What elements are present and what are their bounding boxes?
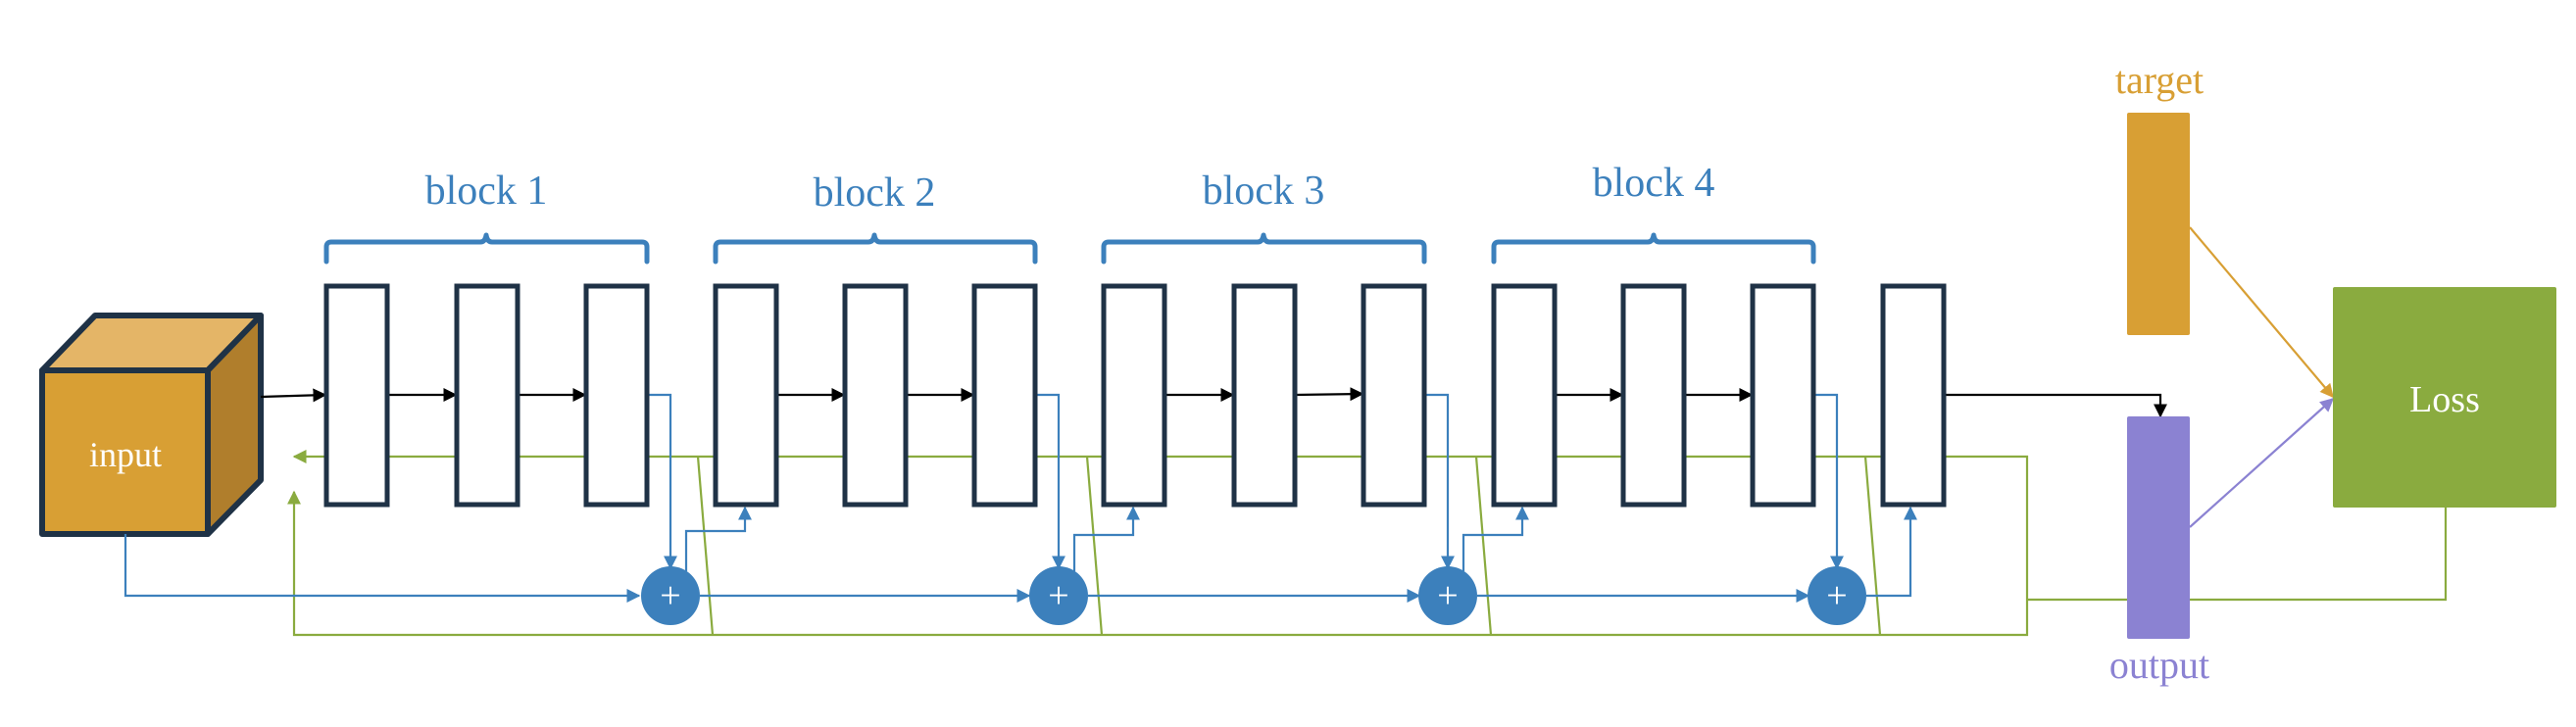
block-labels: block 1 block 2 block 3 block 4 xyxy=(425,161,1715,216)
block-braces xyxy=(323,232,1816,265)
sum-node-3: + xyxy=(1418,566,1477,625)
layer-final xyxy=(1880,283,1947,508)
skip-b4-down xyxy=(1813,393,1844,570)
input-label: input xyxy=(89,435,162,474)
layer-b1-3 xyxy=(583,283,650,508)
block-1-label: block 1 xyxy=(425,169,548,214)
block-2-label: block 2 xyxy=(814,170,936,216)
flow-arrow-b3-2 xyxy=(1294,387,1364,402)
sum3-up xyxy=(1461,506,1529,571)
sum-node-2: + xyxy=(1029,566,1088,625)
green-divider-3 xyxy=(1474,456,1493,636)
sum-node-4: + xyxy=(1808,566,1866,625)
layers xyxy=(323,283,1947,508)
block-3-label: block 3 xyxy=(1203,169,1325,214)
sum1-up xyxy=(684,506,752,571)
green-divider-1 xyxy=(696,456,715,636)
skip-b1-down xyxy=(647,393,677,570)
loss-box xyxy=(2333,287,2556,508)
layer-b2-2 xyxy=(842,283,909,508)
sum-node-2-plus: + xyxy=(1048,575,1068,616)
target-to-loss-arrow xyxy=(2189,226,2334,399)
loss-feedback-line xyxy=(2027,508,2448,602)
sum2-up xyxy=(1072,506,1140,571)
sum-nodes: + + + + xyxy=(641,566,1866,625)
input-cube xyxy=(39,313,264,537)
flow-arrow-input xyxy=(260,388,327,403)
layer-b4-2 xyxy=(1620,283,1687,508)
forward-flow xyxy=(260,387,2167,418)
skip-b2-down xyxy=(1035,393,1065,570)
output-label: output xyxy=(2109,643,2209,687)
layer-b4-3 xyxy=(1750,283,1816,508)
sum-node-4-plus: + xyxy=(1826,575,1847,616)
layer-b3-3 xyxy=(1361,283,1427,508)
sum-node-1: + xyxy=(641,566,700,625)
sum-node-3-plus: + xyxy=(1437,575,1458,616)
layer-b1-2 xyxy=(454,283,520,508)
sum4-up xyxy=(1866,506,1917,598)
output-to-loss-arrow xyxy=(2189,398,2335,528)
block-4-label: block 4 xyxy=(1593,161,1715,206)
green-divider-4 xyxy=(1863,456,1882,636)
brace-block-4 xyxy=(1491,232,1816,265)
skip-input xyxy=(124,534,641,603)
skip-b3-down xyxy=(1424,393,1455,570)
layer-b2-3 xyxy=(971,283,1038,508)
layer-b3-2 xyxy=(1231,283,1298,508)
green-bottom-return xyxy=(287,490,2029,637)
layer-b1-1 xyxy=(323,283,390,508)
layer-b3-1 xyxy=(1101,283,1167,508)
sum-node-1-plus: + xyxy=(660,575,680,616)
output-bar xyxy=(2127,416,2190,639)
layer-b4-1 xyxy=(1491,283,1558,508)
residual-connections xyxy=(124,393,1917,603)
brace-block-2 xyxy=(713,232,1038,265)
brace-block-3 xyxy=(1101,232,1427,265)
brace-block-1 xyxy=(323,232,650,265)
target-label: target xyxy=(2115,58,2204,102)
green-divider-2 xyxy=(1085,456,1104,636)
loss-label: Loss xyxy=(2409,379,2480,420)
flow-arrow-to-output xyxy=(1944,393,2167,418)
layer-b2-1 xyxy=(713,283,779,508)
target-bar xyxy=(2127,113,2190,335)
